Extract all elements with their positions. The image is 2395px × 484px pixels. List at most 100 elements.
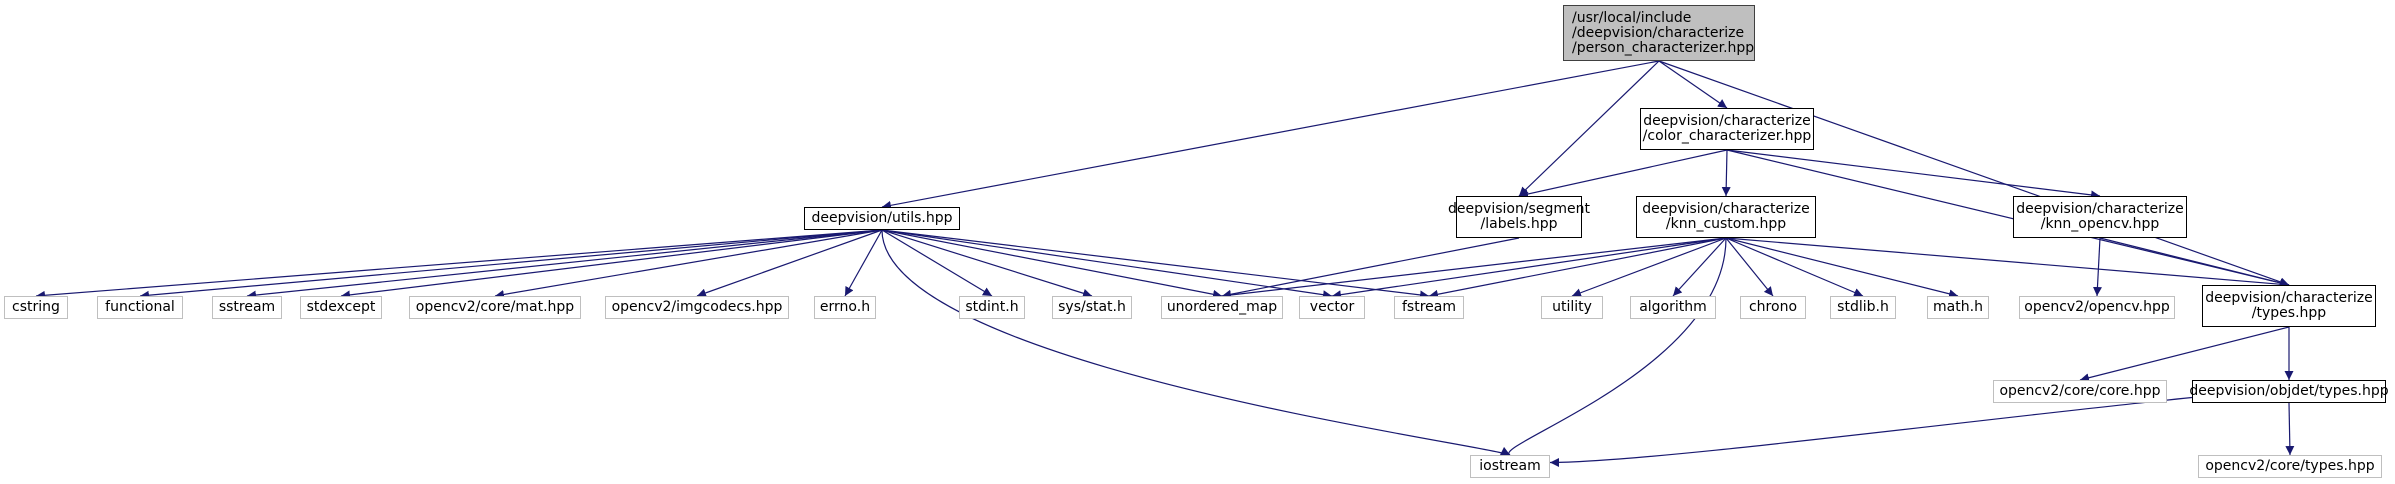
edge-types-to-corehpp [2079,326,2290,383]
edge-knn_custom-to-fstream [1428,237,1727,299]
node-label-line: deepvision/characterize [1643,113,1811,129]
node-label-line: chrono [1748,299,1798,315]
node-label-line: opencv2/imgcodecs.hpp [611,299,783,315]
node-knn-custom[interactable]: deepvision/characterize/knn_custom.hpp [1636,196,1816,238]
node-utility: utility [1541,296,1603,319]
edge-utils-to-cstring [35,229,883,300]
node-knn-opencv[interactable]: deepvision/characterize/knn_opencv.hpp [2013,196,2187,238]
edge-knn_custom-to-iostream [1499,237,1727,456]
edge-utils-to-vector [881,229,1333,300]
edge-utils-to-iostream [881,229,1511,456]
node-label-line: stdexcept [306,299,376,315]
node-algorithm: algorithm [1630,296,1716,319]
node-color[interactable]: deepvision/characterize/color_characteri… [1640,108,1814,150]
node-label-line: cstring [12,299,60,315]
edge-knn_custom-to-chrono [1725,237,1774,297]
edge-knn_custom-to-vector [1331,237,1727,300]
node-chrono: chrono [1740,296,1806,319]
node-label-line: /types.hpp [2251,305,2327,321]
node-stdlib: stdlib.h [1830,296,1896,319]
edge-utils-to-mat [494,229,883,299]
node-root[interactable]: /usr/local/include/deepvision/characteri… [1563,5,1755,61]
node-label-line: stdint.h [965,299,1019,315]
node-fstream: fstream [1394,296,1464,319]
edge-utils-to-unordered_map [881,229,1223,299]
node-label-line: algorithm [1639,299,1707,315]
node-label-line: opencv2/core/core.hpp [1999,383,2161,399]
node-label-line: opencv2/opencv.hpp [2024,299,2170,315]
edge-utils-to-stdint [881,229,993,297]
node-math: math.h [1927,296,1989,319]
edge-color-to-knn_opencv [1726,149,2101,200]
node-mat: opencv2/core/mat.hpp [409,296,581,319]
edge-objdet-to-coretypes [2285,402,2295,456]
node-label-line: sstream [218,299,276,315]
node-label-line: unordered_map [1166,299,1278,315]
edge-knn_custom-to-unordered_map [1221,237,1727,300]
node-label-line: /knn_custom.hpp [1665,216,1787,232]
edge-color-to-labels [1518,149,1728,199]
edge-utils-to-errno [844,229,883,297]
node-label-line: deepvision/utils.hpp [811,210,953,226]
edge-utils-to-fstream [881,229,1430,300]
node-label-line: sys/stat.h [1058,299,1126,315]
edge-utils-to-imgcodecs [696,229,883,298]
node-corehpp: opencv2/core/core.hpp [1993,380,2167,403]
node-stdexcept: stdexcept [300,296,382,319]
node-label-line: functional [105,299,175,315]
edge-knn_custom-to-utility [1571,237,1727,298]
edge-root-to-types [1658,60,2290,287]
node-label-line: /person_characterizer.hpp [1572,39,1755,56]
node-errno: errno.h [814,296,876,319]
edge-objdet-to-iostream [1549,396,2193,467]
node-label-line: deepvision/characterize [1642,201,1810,217]
edge-knn_custom-to-types [1725,237,2290,289]
node-label-line: deepvision/characterize [2205,290,2373,306]
node-sstream: sstream [212,296,282,319]
node-opencv: opencv2/opencv.hpp [2019,296,2175,319]
node-label-line: fstream [1402,299,1456,315]
edge-color-to-knn_custom [1721,149,1731,197]
node-stdint: stdint.h [959,296,1025,319]
node-label-line: opencv2/core/mat.hpp [415,299,575,315]
node-label-line: vector [1309,299,1355,315]
edge-knn_custom-to-algorithm [1672,237,1727,297]
node-iostream: iostream [1470,455,1550,478]
edge-knn_opencv-to-types [2099,237,2290,288]
node-coretypes: opencv2/core/types.hpp [2198,455,2382,478]
node-label-line: /color_characterizer.hpp [1642,128,1812,144]
node-label-line: /knn_opencv.hpp [2040,216,2160,232]
edge-knn_opencv-to-opencv [2092,237,2102,297]
node-label-line: deepvision/characterize [2016,201,2184,217]
node-label-line: deepvision/segment [1448,201,1590,217]
node-vector: vector [1299,296,1365,319]
edge-utils-to-stdexcept [340,229,883,300]
node-label-line: math.h [1933,299,1983,315]
edge-labels-to-unordered_map [1221,237,1520,299]
node-label-line: errno.h [819,299,871,315]
edge-utils-to-sstream [246,229,883,300]
node-label-line: /usr/local/include [1572,9,1692,26]
node-label-line: /labels.hpp [1480,216,1558,232]
node-types[interactable]: deepvision/characterize/types.hpp [2202,285,2376,327]
node-label-line: stdlib.h [1837,299,1889,315]
edge-root-to-labels [1518,60,1660,197]
edge-knn_custom-to-math [1725,237,1959,299]
node-imgcodecs: opencv2/imgcodecs.hpp [605,296,789,319]
edge-root-to-color [1658,60,1728,109]
node-cstring: cstring [4,296,68,319]
node-label-line: deepvision/objdet/types.hpp [2189,383,2389,399]
edge-utils-to-functional [139,229,883,300]
node-objdet[interactable]: deepvision/objdet/types.hpp [2189,380,2389,403]
node-label-line: iostream [1479,458,1541,474]
node-sysstat: sys/stat.h [1052,296,1132,319]
node-label-line: opencv2/core/types.hpp [2205,458,2375,474]
edge-utils-to-sysstat [881,229,1093,298]
node-labels[interactable]: deepvision/segment/labels.hpp [1448,196,1590,238]
node-utils[interactable]: deepvision/utils.hpp [804,207,960,230]
edge-knn_custom-to-stdlib [1725,237,1864,297]
node-label-line: utility [1552,299,1592,315]
edge-color-to-types [1726,149,2290,288]
edge-root-to-utils [881,60,1660,210]
